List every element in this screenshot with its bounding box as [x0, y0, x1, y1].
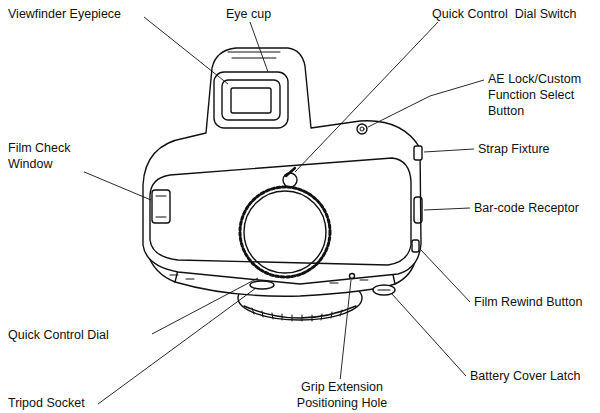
part-label: AE Lock/Custom Function Select Button — [486, 71, 594, 119]
part-label: Strap Fixture — [476, 141, 552, 157]
hot-shoe — [228, 52, 280, 58]
part-label: Film Check Window — [6, 140, 84, 172]
ae-lock-button — [357, 124, 367, 134]
part-label: Tripod Socket — [6, 395, 87, 411]
part-label: Viewfinder Eyepiece — [6, 6, 123, 22]
leader-line — [421, 250, 470, 302]
film-check-detail — [156, 196, 166, 217]
part-label: Quick Control Dial Switch — [430, 6, 579, 22]
battery-latch-slot — [378, 290, 390, 291]
part-label: Film Rewind Button — [472, 294, 584, 310]
part-label: Grip Extension Positioning Hole — [288, 379, 396, 411]
film-rewind-button — [412, 240, 419, 252]
leader-line — [424, 149, 474, 152]
leader-line — [98, 288, 256, 404]
eyepiece-glass — [231, 88, 271, 113]
dial-switch-lever — [286, 168, 295, 176]
eye-cup — [214, 72, 288, 128]
part-label: Bar-code Receptor — [472, 200, 581, 216]
leader-line — [340, 280, 351, 381]
dial-switch — [283, 173, 297, 187]
leader-line — [368, 80, 484, 127]
tripod-socket — [250, 281, 274, 289]
battery-latch — [373, 285, 395, 295]
viewfinder-eyepiece — [222, 80, 280, 120]
leader-line — [295, 22, 438, 172]
part-label: Eye cup — [224, 6, 273, 22]
leader-line — [144, 17, 228, 84]
leader-line — [250, 22, 268, 72]
grip-hole — [350, 274, 355, 279]
quick-control-dial — [240, 187, 330, 277]
lens-ring — [244, 306, 356, 318]
leader-lines — [70, 17, 484, 404]
quick-control-dial-face — [244, 191, 326, 273]
part-label: Quick Control Dial — [6, 327, 111, 343]
leader-line — [424, 208, 470, 210]
ae-lock-center — [360, 127, 364, 131]
part-label: Battery Cover Latch — [468, 368, 582, 384]
leader-line — [392, 294, 466, 376]
film-check-window — [152, 190, 170, 223]
bar-code-receptor — [414, 197, 422, 223]
strap-fixture — [414, 146, 422, 160]
lens-ribs — [252, 308, 342, 321]
back-panel — [150, 158, 411, 265]
